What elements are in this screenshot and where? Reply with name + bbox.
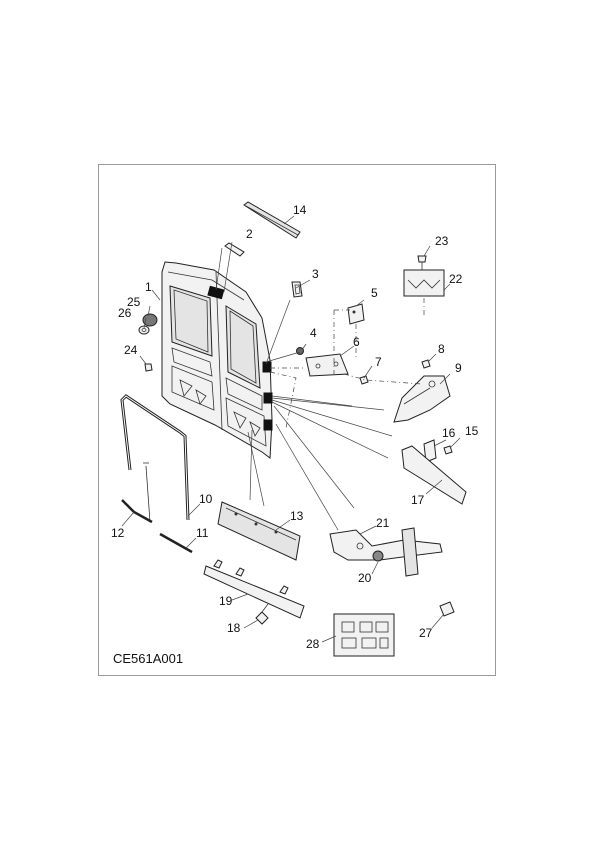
- part-4-nut: [296, 347, 304, 355]
- callout-11: 11: [196, 526, 209, 540]
- leader-lines: [121, 215, 461, 643]
- part-23-screw: [417, 255, 427, 270]
- callout-24: 24: [124, 343, 138, 357]
- part-3-bezel: [291, 281, 303, 298]
- part-20-bushing: [372, 550, 384, 562]
- callout-10: 10: [199, 492, 213, 506]
- callout-1: 1: [145, 280, 152, 294]
- callout-22: 22: [449, 272, 463, 286]
- part-19-trim-bar: [203, 559, 305, 619]
- part-2-handle: [224, 242, 245, 257]
- part-25-plug: [142, 313, 158, 327]
- part-24-clip: [144, 363, 153, 372]
- part-18-screw: [255, 603, 269, 625]
- callout-20: 20: [358, 571, 372, 585]
- callout-19: 19: [219, 594, 233, 608]
- part-16-plate: [423, 439, 437, 463]
- callout-4: 4: [310, 326, 317, 340]
- callout-15: 15: [465, 424, 479, 438]
- part-26-grommet: [138, 325, 150, 335]
- callout-16: 16: [442, 426, 456, 440]
- callout-3: 3: [312, 267, 319, 281]
- callout-18: 18: [227, 621, 241, 635]
- callout-5: 5: [371, 286, 378, 300]
- callout-25: 25: [127, 295, 141, 309]
- callout-13: 13: [290, 509, 304, 523]
- callout-21: 21: [376, 516, 390, 530]
- part-17-check-strap: [401, 445, 467, 505]
- part-13-trim-panel: [217, 501, 301, 561]
- part-9-hinge: [393, 375, 451, 423]
- part-10-door-seal: [120, 394, 190, 523]
- part-22-block: [403, 269, 445, 297]
- part-12-seal-end: [121, 499, 153, 524]
- callout-14: 14: [293, 203, 307, 217]
- part-6-hinge-plate: [305, 353, 349, 377]
- part-28-mounting-plate: [333, 613, 395, 657]
- part-7-bolt: [359, 375, 369, 385]
- callout-9: 9: [455, 361, 462, 375]
- part-14-trim-strip: [243, 201, 301, 239]
- callout-labels: 1 2 3 4 5 6 7 8 9 10 11 12 13 14 15 16 1…: [111, 203, 479, 666]
- callout-17: 17: [411, 493, 425, 507]
- callout-12: 12: [111, 526, 125, 540]
- part-5-bracket: [347, 303, 365, 325]
- callout-7: 7: [375, 355, 382, 369]
- callout-27: 27: [419, 626, 433, 640]
- diagram-frame: [98, 164, 496, 676]
- callout-23: 23: [435, 234, 449, 248]
- diagram-reference-code: CE561A001: [113, 651, 183, 666]
- callout-2: 2: [246, 227, 253, 241]
- callout-26: 26: [118, 306, 132, 320]
- callout-6: 6: [353, 335, 360, 349]
- rear-door-panel: [161, 261, 273, 459]
- part-27-cap: [439, 601, 455, 617]
- part-21-hinge-assembly: [329, 527, 443, 577]
- callout-8: 8: [438, 342, 445, 356]
- callout-28: 28: [306, 637, 320, 651]
- part-11-strip: [159, 532, 193, 554]
